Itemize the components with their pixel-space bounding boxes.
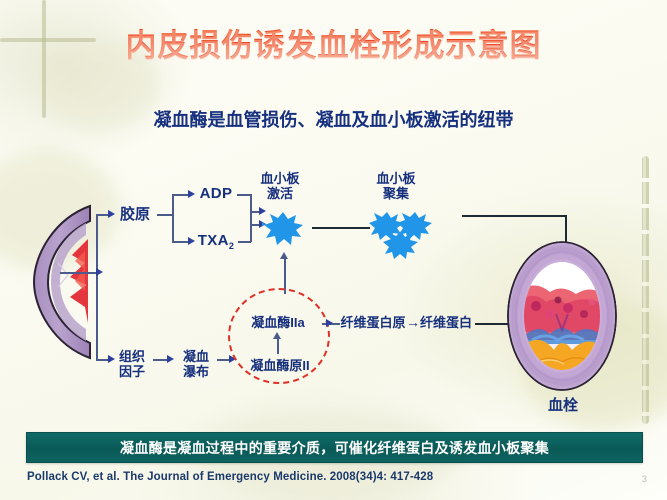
connector-activation-to-aggregation	[312, 227, 370, 229]
label-thrombin-iia: 凝血酶IIa	[251, 315, 305, 330]
connector-adp-out	[237, 194, 251, 196]
arrow-to-txa2	[188, 237, 195, 245]
vessel-cross-section-illustration	[28, 203, 94, 361]
label-tissue-factor-line1: 组织	[118, 349, 145, 364]
arrow-vessel-to-injury	[96, 268, 103, 276]
arrow-merge-upper	[259, 207, 266, 215]
bamboo-stem-vertical	[42, 0, 46, 118]
arrow-thrombin-to-fibrinogen	[326, 319, 333, 327]
arrow-tf-to-cascade	[167, 355, 174, 363]
label-prothrombin-ii: 凝血酶原II	[250, 358, 310, 373]
platelet-aggregate-icon	[368, 208, 434, 260]
label-platelet-activation-line2: 激活	[266, 186, 293, 201]
label-fibrinogen-arrow: →	[406, 314, 420, 330]
label-collagen: 胶原	[119, 206, 150, 223]
connector-vessel-to-injury	[60, 272, 98, 274]
connector-merge-lower	[250, 224, 261, 226]
connector-thrombus-down	[565, 215, 567, 251]
label-platelet-aggregation-line1: 血小板	[376, 171, 416, 186]
connector-to-collagen	[96, 214, 110, 216]
arrow-to-collagen	[108, 210, 115, 218]
label-txa2-subscript: 2	[228, 241, 235, 251]
label-fibrin: 纤维蛋白	[419, 315, 472, 330]
label-txa2-main: TXA	[197, 232, 229, 249]
bamboo-stem-right	[642, 156, 649, 424]
page-subtitle: 凝血酶是血管损伤、凝血及血小板激活的纽带	[153, 110, 514, 130]
background-blotch	[40, 40, 160, 130]
label-platelet-aggregation-line2: 聚集	[382, 186, 409, 201]
connector-fibrin-to-thrombus	[475, 323, 537, 325]
label-thrombus: 血栓	[547, 397, 578, 414]
connector-fork-to-txa2	[172, 241, 190, 243]
thrombin-highlight-ellipse	[228, 288, 330, 384]
connector-vessel-trunk	[96, 214, 98, 360]
thrombus-illustration	[506, 240, 618, 392]
summary-banner-text: 凝血酶是凝血过程中的重要介质，可催化纤维蛋白及诱发血小板聚集	[120, 439, 549, 456]
label-tissue-factor-line2: 因子	[118, 364, 145, 379]
connector-prothrombin-to-thrombin	[277, 336, 279, 354]
label-fibrinogen: 纤维蛋白原	[340, 315, 406, 330]
page-number: 3	[641, 474, 647, 484]
arrow-cascade-to-prothrombin	[229, 355, 236, 363]
arrow-to-adp	[188, 190, 195, 198]
page-title: 内皮损伤诱发血栓形成示意图	[0, 20, 667, 65]
platelet-activated-icon	[262, 208, 306, 248]
label-txa2: TXA2	[192, 232, 240, 251]
label-coagulation-cascade-line1: 凝血	[182, 349, 209, 364]
connector-cascade-to-prothrombin	[217, 359, 231, 361]
connector-to-tissue-factor	[96, 359, 110, 361]
summary-banner: 凝血酶是凝血过程中的重要介质，可催化纤维蛋白及诱发血小板聚集	[26, 432, 643, 463]
connector-txa2-out	[238, 241, 251, 243]
connector-collagen-out	[157, 214, 173, 216]
connector-aggregation-to-thrombus	[462, 215, 567, 217]
arrow-to-tissue-factor	[108, 355, 115, 363]
citation-text: Pollack CV, et al. The Journal of Emerge…	[27, 471, 434, 483]
connector-merge-upper	[250, 211, 261, 213]
connector-fork-to-adp	[172, 194, 190, 196]
arrow-thrombin-to-platelet	[280, 252, 288, 259]
label-coagulation-cascade-line2: 瀑布	[182, 364, 209, 379]
connector-fork-vertical	[172, 194, 174, 242]
connector-merge-vertical	[250, 194, 252, 242]
arrow-prothrombin-to-thrombin	[273, 332, 281, 339]
label-adp: ADP	[199, 185, 233, 202]
label-platelet-activation-line1: 血小板	[260, 171, 300, 186]
bamboo-stem-horizontal	[0, 38, 96, 42]
connector-thrombin-to-platelet	[284, 256, 286, 294]
connector-tf-to-cascade	[153, 359, 169, 361]
